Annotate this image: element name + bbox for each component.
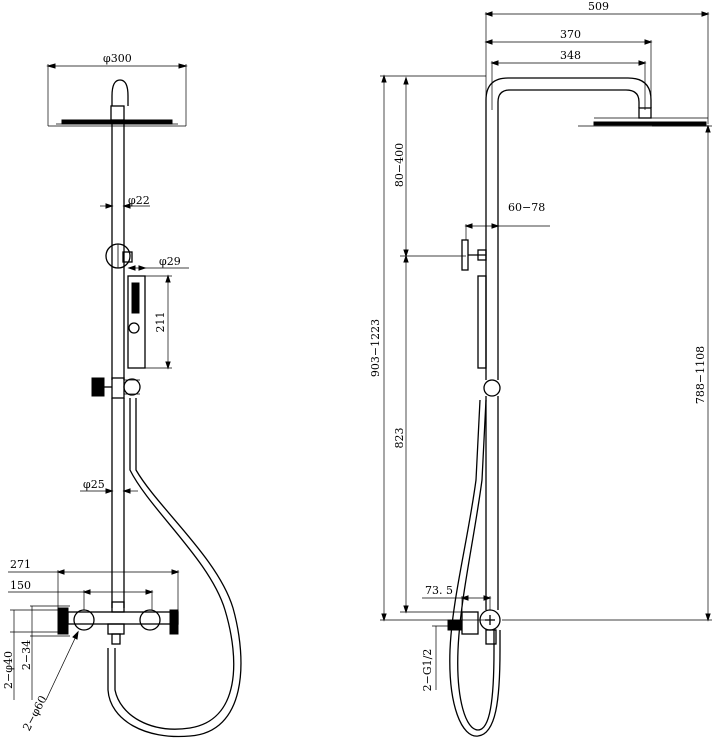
dim-handshower-diameter: φ29	[127, 255, 189, 271]
label-head-diameter: φ300	[103, 52, 132, 65]
label-riser-height: 823	[393, 428, 406, 449]
dim-head-diameter: φ300	[46, 52, 188, 126]
shower-arm-side	[485, 77, 652, 380]
front-view: φ300 φ22	[2, 52, 242, 738]
rain-shower-head-side	[578, 117, 708, 127]
label-arm-inner: 348	[560, 49, 581, 62]
dim-arm-diameter: φ22	[100, 194, 150, 209]
dim-overall-depth: 509	[484, 0, 710, 124]
dim-handshower-length: 211	[145, 274, 172, 370]
label-head-drop: 80−400	[393, 143, 406, 187]
label-handshower-length: 211	[154, 312, 167, 333]
slider-holder	[91, 377, 141, 399]
wall-bracket-side: 60−78	[461, 201, 550, 271]
dim-head-drop: 80−400	[393, 76, 466, 258]
dim-riser-diameter: φ25	[80, 478, 138, 494]
label-total-height: 903−1223	[369, 319, 382, 377]
dim-riser-height: 823	[393, 254, 462, 614]
label-inlet-size-a: 2−φ40	[2, 651, 15, 689]
mixer-body-side	[447, 609, 501, 645]
dim-arm-projection: 370	[484, 28, 653, 112]
hand-shower-side	[477, 275, 501, 610]
label-handle-diameter: 2−φ60	[20, 694, 49, 734]
label-riser-diameter: φ25	[83, 478, 105, 491]
label-inlet-spacing: 150	[10, 579, 31, 592]
dim-mixer-offset: 73. 5	[422, 584, 492, 612]
label-arm-projection: 370	[560, 28, 581, 41]
hand-shower	[127, 275, 146, 369]
label-mixer-offset: 73. 5	[425, 584, 453, 597]
shower-hose-side	[449, 399, 501, 737]
label-wall-bracket: 60−78	[508, 201, 545, 214]
label-arm-diameter: φ22	[128, 194, 150, 207]
label-handshower-diameter: φ29	[159, 255, 181, 268]
dim-inlet-thread: 2−G1/2	[421, 625, 452, 692]
label-inlet-size-b: 2−34	[20, 640, 33, 670]
dim-inlet-spacing: 150	[8, 579, 154, 610]
side-view: 509 370 348	[369, 0, 712, 737]
dim-right-height: 788−1108	[502, 124, 712, 622]
dim-total-height: 903−1223	[369, 74, 486, 622]
label-right-height: 788−1108	[694, 346, 707, 404]
rain-shower-head-front	[48, 105, 186, 127]
label-overall-depth: 509	[588, 0, 609, 13]
dim-inlet-sizes: 2−φ40 2−34	[2, 605, 70, 700]
dim-arm-inner: 348	[490, 49, 647, 110]
gooseneck-arm	[111, 79, 129, 106]
shower-hose-front	[107, 398, 242, 738]
label-inlet-thread: 2−G1/2	[421, 649, 434, 692]
wall-bracket-front	[105, 243, 133, 269]
riser-lower	[111, 398, 125, 608]
mixer-body-front	[57, 601, 179, 645]
dim-mixer-width: 271	[8, 558, 180, 610]
label-mixer-width: 271	[10, 558, 31, 571]
